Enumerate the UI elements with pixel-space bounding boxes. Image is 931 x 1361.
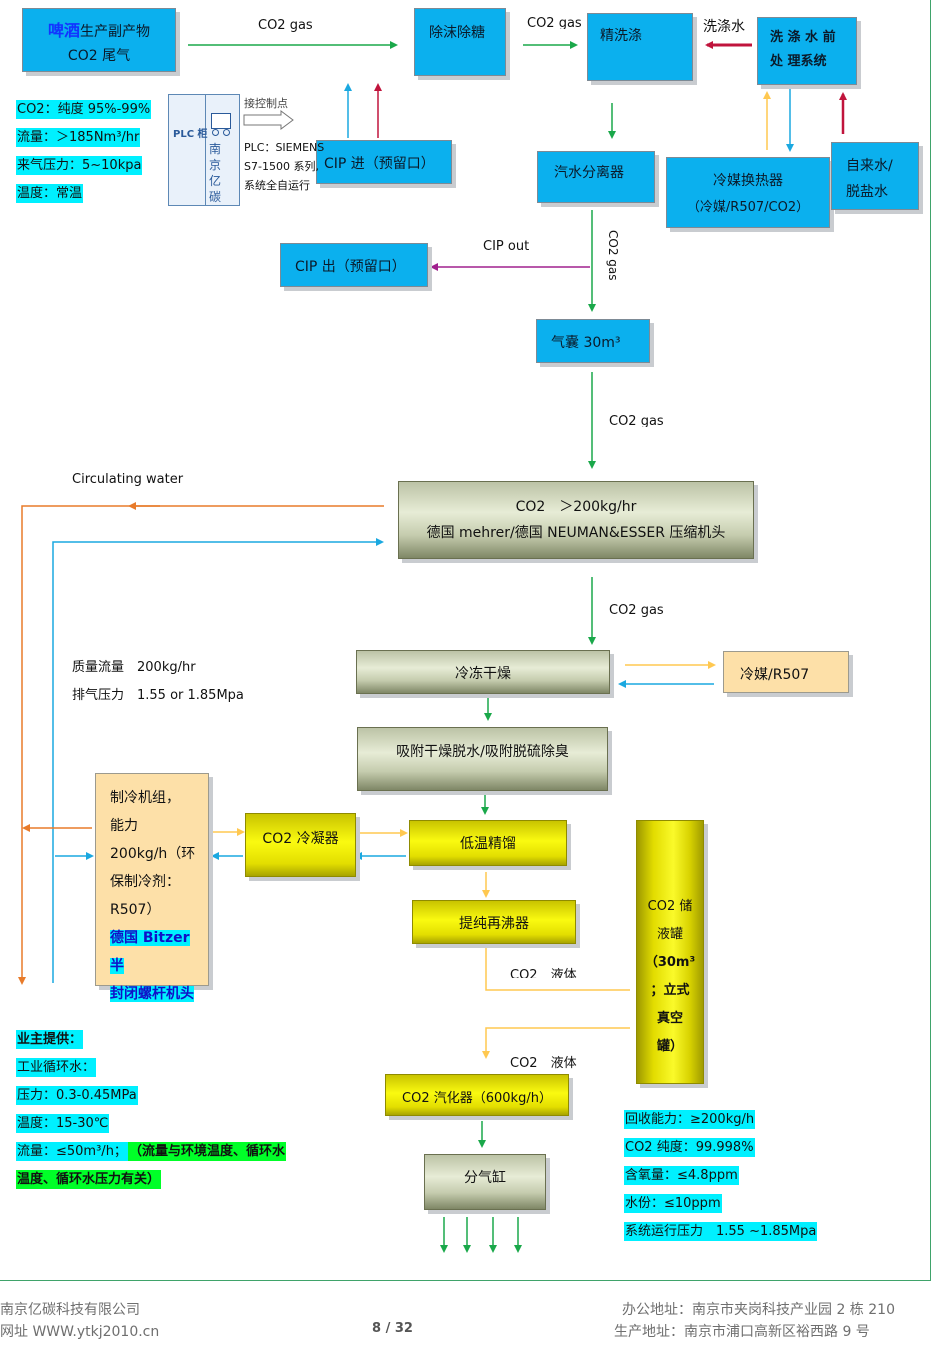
refrig-line-4: 保制冷剂： bbox=[110, 874, 180, 890]
tank-line-6: 罐） bbox=[656, 1039, 683, 1054]
tap-water-line1: 自来水/ bbox=[846, 158, 893, 174]
footer-page-number: 8 / 32 bbox=[372, 1321, 413, 1336]
plc-desc-3: 系统全自运行 bbox=[244, 179, 310, 192]
label-circulating-water: Circulating water bbox=[72, 472, 184, 487]
tail-gas-label: CO2 尾气 bbox=[67, 48, 131, 64]
tank-line-3: （30m³ bbox=[644, 955, 696, 970]
reboiler-box: 提纯再沸器 bbox=[412, 900, 576, 944]
byproduct-label: 生产副产物 bbox=[80, 24, 150, 40]
cold-exchanger-box: 冷媒换热器 （冷媒/R507/CO2） bbox=[666, 157, 830, 228]
owner-item-water: 工业循环水： bbox=[16, 1058, 97, 1077]
refrig-line-3: 200kg/h（环 bbox=[110, 846, 196, 862]
footer-website: 网址 WWW.ytkj2010.cn bbox=[0, 1324, 160, 1340]
storage-tank-box: CO2 储 液罐 （30m³ ；立式 真空 罐） bbox=[636, 820, 704, 1084]
tank-line-1: CO2 储 bbox=[647, 899, 693, 914]
refrig-line-1: 制冷机组， bbox=[110, 790, 180, 806]
distill-box: 低温精馏 bbox=[409, 820, 567, 866]
label-exhaust-pressure: 排气压力 1.55 or 1.85Mpa bbox=[72, 688, 244, 703]
owner-flow-note-2: 温度、循环水压力有关） bbox=[16, 1170, 162, 1189]
vaporizer-box: CO2 汽化器（600kg/h） bbox=[385, 1074, 569, 1116]
spec-capacity: 回收能力：≥200kg/h bbox=[624, 1110, 756, 1129]
owner-flow-note-1: （流量与环境温度、循环水 bbox=[127, 1142, 286, 1161]
refrigeration-unit-box: 制冷机组， 能力 200kg/h（环 保制冷剂： R507） 德国 Bitzer… bbox=[95, 773, 209, 1002]
exchanger-title: 冷媒换热器 bbox=[713, 173, 783, 189]
label-co2-gas-vertical: CO2 gas bbox=[606, 230, 620, 281]
footer-company: 南京亿碳科技有限公司 bbox=[0, 1302, 140, 1318]
gasbag-box: 气囊 30m³ bbox=[536, 319, 650, 363]
refrig-brand-2: 封闭螺杆机头 bbox=[110, 986, 194, 1002]
spec-co2-purity: CO2 纯度：99.998% bbox=[624, 1138, 755, 1157]
plc-desc-2: S7-1500 系列, bbox=[244, 160, 319, 173]
tank-line-2: 液罐 bbox=[656, 927, 683, 942]
wash-water-pretreat-box: 洗 涤 水 前 处 理系统 bbox=[757, 17, 857, 85]
plc-wheel-left-icon bbox=[212, 129, 219, 136]
spec-system-pressure: 系统运行压力 1.55 ~1.85Mpa bbox=[624, 1222, 818, 1241]
refrig-brand-1: 德国 Bitzer 半 bbox=[110, 930, 190, 974]
footer-office-address: 办公地址：南京市夹岗科技产业园 2 栋 210 bbox=[622, 1302, 895, 1318]
spec-moisture: 水份：≤10ppm bbox=[624, 1194, 722, 1213]
label-mass-flow: 质量流量 200kg/hr bbox=[72, 660, 196, 675]
cip-out-box: CIP 出（预留口） bbox=[280, 243, 428, 287]
refrig-line-5: R507） bbox=[110, 902, 161, 918]
spec-flow: 流量：＞185Nm³/hr bbox=[16, 128, 141, 147]
label-co2-gas-comp: CO2 gas bbox=[609, 603, 664, 618]
output-specs: 回收能力：≥200kg/h CO2 纯度：99.998% 含氧量：≤4.8ppm… bbox=[624, 1104, 818, 1244]
refrigerant-box: 冷媒/R507 bbox=[723, 651, 849, 693]
arrow-circulating-in bbox=[52, 538, 384, 983]
footer-divider bbox=[0, 1280, 931, 1281]
tank-line-5: 真空 bbox=[656, 1011, 683, 1026]
plc-brand: 南京亿碳 bbox=[209, 142, 222, 204]
tank-line-4: ；立式 bbox=[650, 983, 690, 998]
arrow-reboiler-to-tank bbox=[485, 946, 630, 991]
cip-in-box: CIP 进（预留口） bbox=[316, 140, 452, 184]
arrow-tank-to-vaporizer bbox=[482, 1027, 630, 1059]
refrig-line-2: 能力 bbox=[110, 818, 138, 834]
owner-provides: 业主提供： 工业循环水： 压力：0.3-0.45MPa 温度：15-30℃ 流量… bbox=[16, 1024, 286, 1192]
label-wash-water: 洗涤水 bbox=[703, 19, 745, 35]
label-cip-out: CIP out bbox=[483, 239, 530, 254]
defoam-box: 除沫除糖 bbox=[414, 8, 506, 76]
compressor-box: CO2 ＞200kg/hr 德国 mehrer/德国 NEUMAN&ESSER … bbox=[398, 481, 754, 559]
exchanger-sub: （冷媒/R507/CO2） bbox=[686, 200, 810, 215]
condenser-box: CO2 冷凝器 bbox=[245, 813, 356, 877]
spec-oxygen: 含氧量：≤4.8ppm bbox=[624, 1166, 739, 1185]
freeze-dry-box: 冷冻干燥 bbox=[356, 650, 610, 694]
separator-box: 汽水分离器 bbox=[537, 151, 655, 203]
label-co2-gas-wash: CO2 gas bbox=[527, 16, 582, 29]
tap-water-box: 自来水/ 脱盐水 bbox=[831, 142, 919, 210]
label-co2-gas-mid: CO2 gas bbox=[609, 414, 664, 427]
plc-control-point: 接控制点 bbox=[244, 97, 288, 110]
spec-purity: CO2：纯度 95%-99% bbox=[16, 100, 152, 119]
owner-item-flow: 流量：≤50m³/h； bbox=[16, 1142, 128, 1161]
manifold-box: 分气缸 bbox=[424, 1154, 546, 1210]
plc-divider bbox=[205, 95, 206, 205]
wash-box: 精洗涤 bbox=[587, 13, 693, 81]
footer-factory-address: 生产地址：南京市浦口高新区裕西路 9 号 bbox=[614, 1324, 870, 1340]
spec-temperature: 温度：常温 bbox=[16, 184, 84, 203]
owner-title: 业主提供： bbox=[16, 1030, 84, 1049]
spec-pressure: 来气压力：5~10kpa bbox=[16, 156, 143, 175]
plc-desc-1: PLC：SIEMENS bbox=[244, 141, 325, 154]
plc-wheel-right-icon bbox=[223, 129, 230, 136]
owner-item-pressure: 压力：0.3-0.45MPa bbox=[16, 1086, 138, 1105]
beer-label: 啤酒 bbox=[47, 21, 80, 40]
compressor-capacity: CO2 ＞200kg/hr bbox=[515, 499, 637, 515]
plc-cabinet: PLC 柜 南京亿碳 bbox=[168, 94, 240, 206]
compressor-model: 德国 mehrer/德国 NEUMAN&ESSER 压缩机头 bbox=[426, 525, 726, 541]
owner-item-temperature: 温度：15-30℃ bbox=[16, 1114, 110, 1133]
label-co2-liquid-2: CO2 液体 bbox=[510, 1056, 577, 1071]
beer-co2-source-box: 啤酒生产副产物 CO2 尾气 bbox=[22, 8, 176, 72]
label-co2-gas-top: CO2 gas bbox=[258, 18, 313, 33]
plc-cabinet-label: PLC 柜 bbox=[173, 129, 208, 140]
adsorb-box: 吸附干燥脱水/吸附脱硫除臭 bbox=[357, 727, 608, 791]
label-co2-liquid-1: CO2 液体 bbox=[510, 968, 577, 978]
control-point-arrow-icon bbox=[243, 110, 294, 130]
inlet-specs: CO2：纯度 95%-99% 流量：＞185Nm³/hr 来气压力：5~10kp… bbox=[16, 94, 152, 206]
tap-water-line2: 脱盐水 bbox=[846, 184, 888, 200]
plc-device-icon bbox=[211, 113, 231, 129]
